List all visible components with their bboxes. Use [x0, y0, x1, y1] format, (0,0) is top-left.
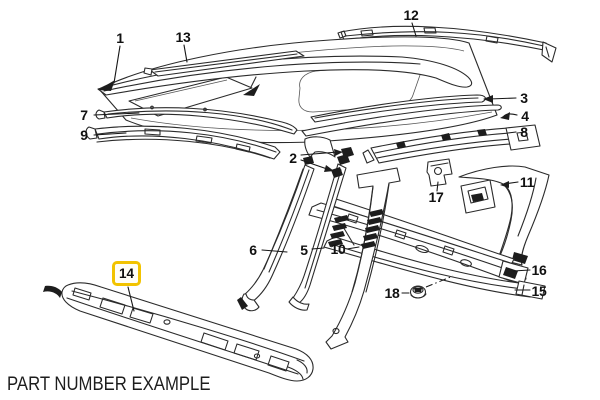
part-13-drawing [144, 51, 304, 96]
callout-17: 17 [428, 189, 444, 205]
part-3-drawing [311, 95, 485, 122]
highlighted-callout-14: 14 [112, 261, 141, 286]
callout-12: 12 [403, 7, 419, 23]
callout-11: 11 [519, 174, 535, 190]
part-5-drawing [289, 154, 350, 310]
part-2-drawing [305, 137, 354, 178]
callout-9: 9 [80, 127, 88, 143]
part-4-drawing [302, 105, 501, 136]
callout-15: 15 [531, 283, 547, 299]
callout-10: 10 [330, 241, 346, 257]
callout-1: 1 [116, 30, 124, 46]
callout-16: 16 [531, 262, 547, 278]
part-18-drawing [411, 286, 427, 298]
callout-18: 18 [384, 285, 400, 301]
part-6-drawing [237, 156, 314, 311]
part-14-drawing [43, 283, 313, 381]
callout-13: 13 [175, 29, 191, 45]
part-17-drawing [427, 159, 452, 186]
callout-7: 7 [80, 107, 88, 123]
part-12-drawing [338, 26, 556, 62]
caption-text: PART NUMBER EXAMPLE [7, 374, 211, 395]
part-8-drawing [363, 125, 540, 163]
callout-6: 6 [249, 242, 257, 258]
part-11-drawing [459, 166, 549, 265]
part-10-drawing [326, 168, 400, 349]
highlighted-callout-label: 14 [118, 265, 135, 281]
callout-5: 5 [300, 242, 308, 258]
part-9-drawing [86, 126, 280, 159]
callout-2: 2 [289, 150, 297, 166]
callout-8: 8 [520, 124, 528, 140]
callout-3: 3 [520, 90, 528, 106]
leader-lines [94, 23, 530, 311]
callout-4: 4 [521, 108, 529, 124]
